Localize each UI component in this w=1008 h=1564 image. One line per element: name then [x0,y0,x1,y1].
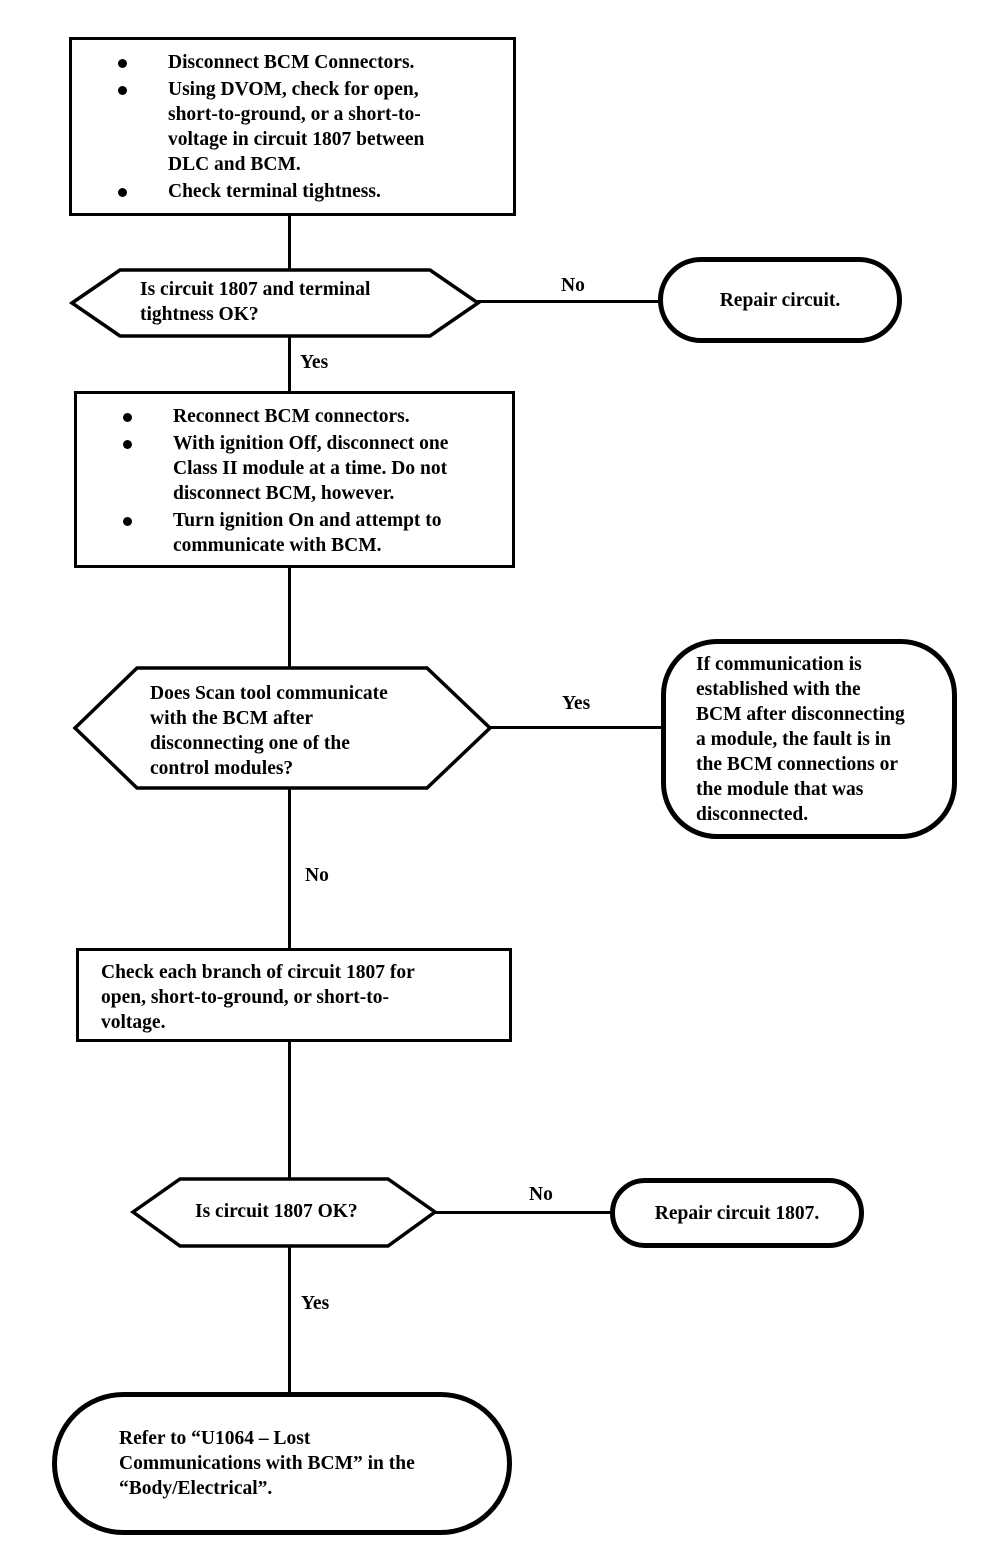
list-item: Check terminal tightness. [84,179,503,204]
terminator-final-refer-label: Refer to “U1064 – Lost Communications wi… [119,1428,415,1499]
connector-decision2-no [288,788,291,950]
bullet-list: Disconnect BCM Connectors. Using DVOM, c… [84,50,503,204]
bullet-dot-icon [118,86,127,95]
branch-label-no-2: No [305,865,329,886]
bullet-list: Reconnect BCM connectors. With ignition … [89,404,502,558]
terminator-repair-circuit-label: Repair circuit. [719,289,841,311]
terminator-final-refer-body: Refer to “U1064 – Lost Communications wi… [57,1397,507,1530]
process-box-step3: Check each branch of circuit 1807 for op… [76,948,512,1042]
process-box-step1-body: Disconnect BCM Connectors. Using DVOM, c… [72,40,513,216]
connector-step2-to-decision2 [288,568,291,670]
decision-hex-2: Does Scan tool communicate with the BCM … [72,666,493,790]
decision-hex-1: Is circuit 1807 and terminal tightness O… [68,268,482,338]
connector-decision3-yes [288,1246,291,1396]
decision-hex-1-label: Is circuit 1807 and terminal tightness O… [140,279,371,325]
branch-label-yes-2: Yes [562,693,591,714]
terminator-repair-circuit-1807-label: Repair circuit 1807. [654,1202,820,1224]
bullet-dot-icon [123,440,132,449]
connector-decision1-no [476,300,660,303]
decision-hex-3-label: Is circuit 1807 OK? [195,1201,358,1222]
branch-label-yes-1: Yes [300,352,329,373]
bullet-text: Turn ignition On and attempt to communic… [173,510,442,556]
terminator-repair-circuit-1807-body: Repair circuit 1807. [615,1183,859,1243]
decision-hex-2-label: Does Scan tool communicate with the BCM … [150,683,388,779]
process-box-step2: Reconnect BCM connectors. With ignition … [74,391,515,568]
bullet-text: Reconnect BCM connectors. [173,406,410,427]
decision-hex-3: Is circuit 1807 OK? [129,1177,439,1248]
connector-decision2-yes [488,726,668,729]
list-item: Reconnect BCM connectors. [89,404,502,429]
process-box-step3-body: Check each branch of circuit 1807 for op… [79,951,509,1045]
list-item: Using DVOM, check for open, short-to-gro… [84,77,503,177]
connector-decision1-yes [288,336,291,392]
bullet-dot-icon [123,517,132,526]
terminator-repair-circuit-body: Repair circuit. [663,262,897,338]
list-item: Turn ignition On and attempt to communic… [89,508,502,558]
terminator-fault-explanation: If communication is established with the… [661,639,957,839]
branch-label-yes-3: Yes [301,1293,330,1314]
process-box-step1: Disconnect BCM Connectors. Using DVOM, c… [69,37,516,216]
bullet-dot-icon [123,413,132,422]
list-item: Disconnect BCM Connectors. [84,50,503,75]
process-box-step3-label: Check each branch of circuit 1807 for op… [101,962,415,1033]
terminator-fault-explanation-label: If communication is established with the… [696,653,905,825]
terminator-repair-circuit: Repair circuit. [658,257,902,343]
connector-step1-to-decision1 [288,216,291,270]
bullet-dot-icon [118,188,127,197]
terminator-final-refer: Refer to “U1064 – Lost Communications wi… [52,1392,512,1535]
bullet-text: Using DVOM, check for open, short-to-gro… [168,79,425,175]
bullet-dot-icon [118,59,127,68]
bullet-text: With ignition Off, disconnect one Class … [173,433,449,504]
process-box-step2-body: Reconnect BCM connectors. With ignition … [77,394,512,570]
terminator-fault-explanation-body: If communication is established with the… [666,644,952,834]
bullet-text: Check terminal tightness. [168,181,381,202]
branch-label-no-3: No [529,1184,553,1205]
terminator-repair-circuit-1807: Repair circuit 1807. [610,1178,864,1248]
connector-step3-to-decision3 [288,1042,291,1180]
connector-decision3-no [433,1211,613,1214]
bullet-text: Disconnect BCM Connectors. [168,52,415,73]
decision-hex-1-shape [68,268,482,338]
branch-label-no-1: No [561,275,585,296]
list-item: With ignition Off, disconnect one Class … [89,431,502,506]
